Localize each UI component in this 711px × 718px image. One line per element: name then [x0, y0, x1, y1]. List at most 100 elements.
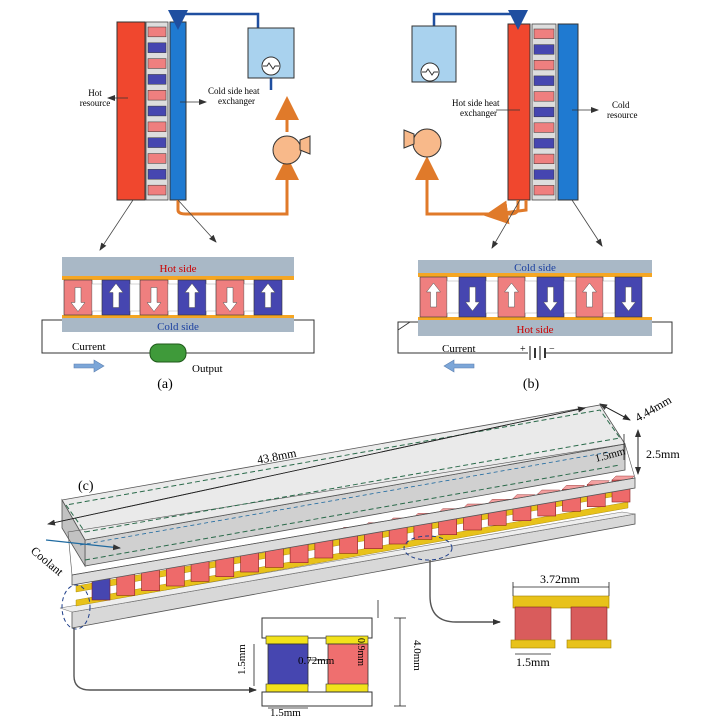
- pump-icon-a: [272, 135, 311, 165]
- arrow-up-icon: [503, 282, 520, 308]
- stack-leg: [533, 169, 555, 180]
- arrow-up-icon: [581, 282, 598, 308]
- arrow-down-icon: [542, 286, 559, 312]
- zoom-line-a-left: [99, 199, 134, 251]
- leader-left: [73, 628, 257, 693]
- arrow-up-icon: [108, 283, 124, 308]
- section-plate-label: 0.9mm: [355, 638, 366, 666]
- caption-a: (a): [157, 377, 173, 392]
- leg-gap: [205, 283, 217, 312]
- heat-exchanger-unit-a: [247, 27, 295, 79]
- arrow-down-icon: [146, 287, 162, 312]
- coolant-label: Coolant: [28, 544, 67, 580]
- heat-exchanger-unit-b: [411, 25, 457, 83]
- stack-leg: [147, 105, 167, 117]
- stack-leg: [533, 153, 555, 164]
- pipe-cold-return-b: [432, 10, 528, 30]
- detail-leg-label: 1.5mm: [516, 655, 550, 669]
- height-label: 2.5mm: [646, 447, 680, 461]
- detail-ellipse-left: [61, 584, 91, 630]
- panel-c: (c) 43.8mm 4.44mm 2.5mm 1.5mm: [28, 392, 680, 718]
- load-resistor-a: [149, 343, 187, 363]
- stack-leg: [147, 90, 167, 101]
- te-detail-a: [62, 257, 294, 332]
- output-label-a: Output: [192, 363, 223, 375]
- cold-exchanger-block: [169, 21, 187, 201]
- leg-gap: [602, 280, 616, 314]
- hot-exchanger-block: [507, 23, 531, 201]
- leg-gap: [167, 283, 179, 312]
- leg-gap: [563, 280, 577, 314]
- detail-ellipse-right: [403, 535, 453, 561]
- stack-leg: [147, 121, 167, 132]
- leader-right: [429, 560, 501, 625]
- pump-icon-b: [403, 128, 442, 158]
- pipe-hot-a: [176, 156, 299, 216]
- stack-leg: [147, 137, 167, 148]
- channel-dashed-outline: [65, 409, 621, 533]
- arrow-up-icon: [425, 282, 442, 308]
- current-arrow-a: [73, 359, 105, 373]
- leg-gap: [524, 280, 538, 314]
- arrow-down-icon: [464, 286, 481, 312]
- stack-leg: [533, 91, 555, 102]
- cold-resource-block: [557, 23, 579, 201]
- stack-leg: [147, 153, 167, 164]
- circuit-wire-b: [397, 321, 673, 354]
- hot-side-label-a: Hot side: [160, 263, 197, 275]
- stack-leg: [533, 185, 555, 196]
- stack-leg: [533, 122, 555, 133]
- battery-icon-b: [529, 346, 546, 360]
- stack-leg: [147, 74, 167, 85]
- hot-side-label-b: Hot side: [517, 324, 554, 336]
- arrow-down-icon: [70, 287, 86, 312]
- pipe-hot-b: [415, 156, 520, 216]
- current-direction-arrow-b: [397, 321, 411, 331]
- leg-gap: [446, 280, 460, 314]
- leg-gap: [91, 283, 103, 312]
- caption-b: (b): [523, 377, 540, 392]
- leg-gap: [129, 283, 141, 312]
- stack-leg: [533, 28, 555, 39]
- zoom-line-a-right: [177, 199, 217, 243]
- stack-leg: [147, 169, 167, 180]
- arrow-down-icon: [620, 286, 637, 312]
- current-label-a: Current: [72, 341, 106, 353]
- section-height-label: 1.5mm: [236, 644, 248, 675]
- arrow-down-icon: [222, 287, 238, 312]
- cold-side-label-b: Cold side: [514, 262, 556, 274]
- stack-leg: [533, 44, 555, 55]
- arrow-up-icon: [260, 283, 276, 308]
- leg-pair-detail: [510, 582, 612, 655]
- arrow-up-icon: [184, 283, 200, 308]
- circuit-wire-a: [41, 319, 315, 354]
- detail-width-label: 3.72mm: [540, 572, 580, 586]
- battery-minus-b: −: [549, 344, 555, 355]
- cross-section-detail: [253, 600, 406, 709]
- zoom-line-b-left: [491, 199, 521, 249]
- section-gap-label: 0.72mm: [298, 655, 335, 667]
- stack-leg: [533, 138, 555, 149]
- stack-leg: [147, 184, 167, 196]
- stack-leg: [147, 42, 167, 53]
- coolant-arrow: [45, 539, 121, 551]
- te-detail-b: [418, 260, 652, 336]
- stack-leg: [147, 26, 167, 38]
- stack-leg: [533, 75, 555, 86]
- current-label-b: Current: [442, 343, 476, 355]
- stack-leg: [533, 106, 555, 118]
- stack-leg: [147, 58, 167, 69]
- leg-gap: [485, 280, 499, 314]
- cold-side-label-a: Cold side: [157, 321, 199, 333]
- zoom-line-b-right: [571, 199, 603, 247]
- leg-gap: [243, 283, 255, 312]
- pipe-hot-b-down: [484, 200, 528, 225]
- width-label: 4.44mm: [633, 392, 675, 424]
